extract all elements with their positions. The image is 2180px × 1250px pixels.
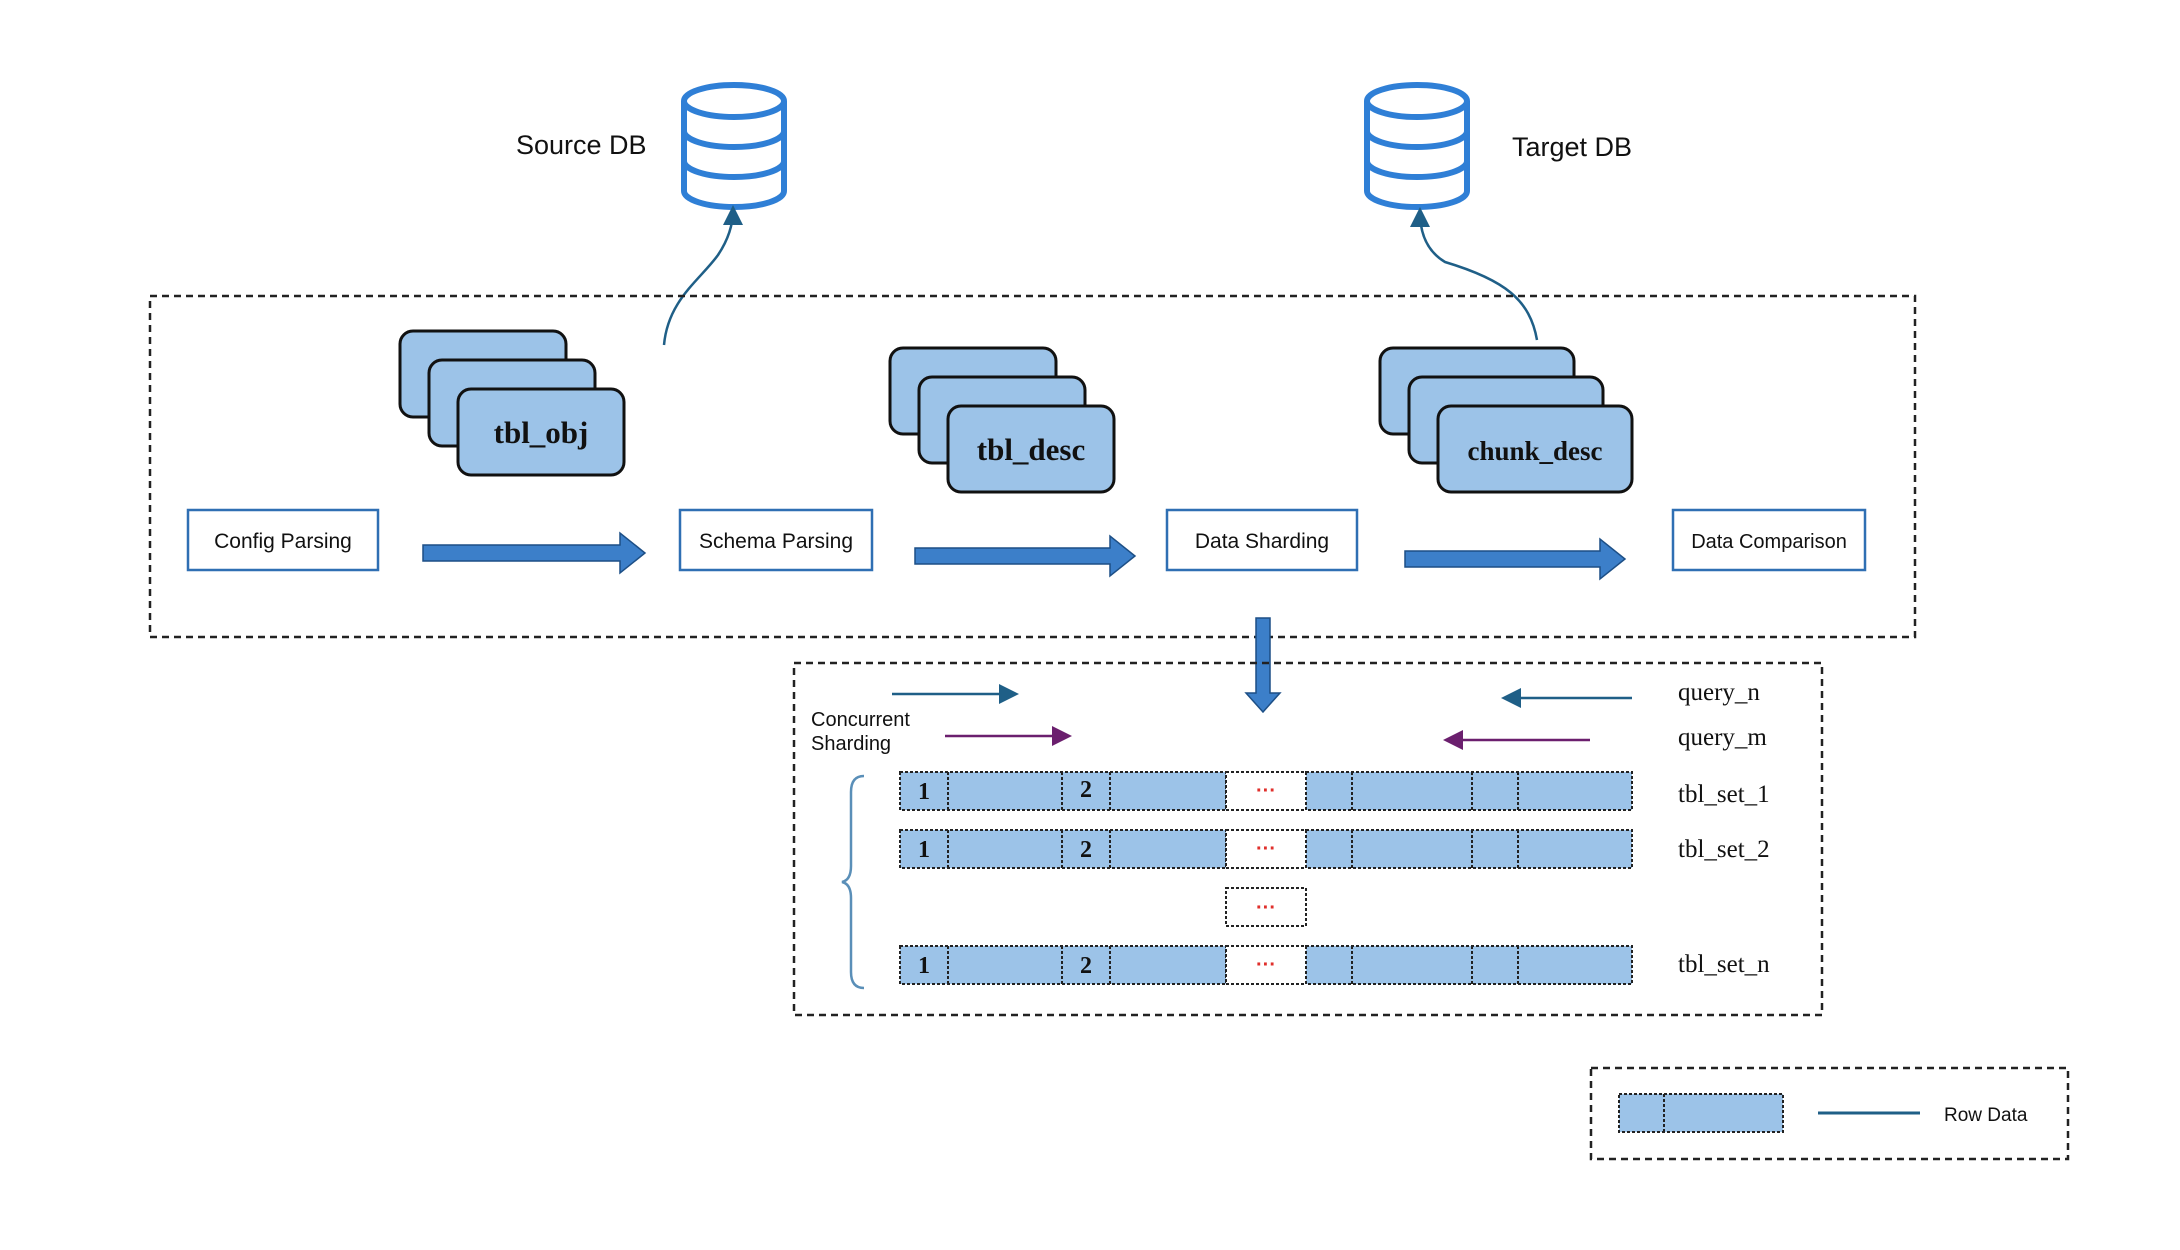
stage-label: Data Sharding bbox=[1195, 530, 1329, 553]
stack-label: chunk_desc bbox=[1467, 436, 1602, 466]
stage-label: Config Parsing bbox=[214, 530, 352, 553]
sharding-label: Sharding bbox=[811, 733, 891, 755]
flow-arrow bbox=[422, 531, 647, 575]
target-db: Target DB bbox=[1364, 82, 1632, 210]
stack-label: tbl_desc bbox=[977, 432, 1086, 467]
row-index: 2 bbox=[1080, 953, 1092, 979]
gap-dots: ··· bbox=[1256, 780, 1276, 802]
row-label: tbl_set_n bbox=[1678, 951, 1770, 978]
tbl-set-row bbox=[899, 771, 1633, 811]
row-index: 2 bbox=[1080, 777, 1092, 803]
gap-dots: ··· bbox=[1256, 838, 1276, 860]
tbl-desc-stack: tbl_desc bbox=[888, 346, 1116, 494]
down-arrow bbox=[1244, 617, 1282, 714]
middle-gap-box bbox=[1225, 887, 1307, 927]
query-label: query_n bbox=[1678, 679, 1760, 706]
database-icon bbox=[681, 82, 787, 210]
flow-arrow bbox=[914, 534, 1137, 578]
row-label: tbl_set_1 bbox=[1678, 781, 1770, 808]
stage-schema-parsing: Schema Parsing bbox=[678, 508, 874, 572]
source-db: Source DB bbox=[516, 82, 787, 210]
query-label: query_m bbox=[1678, 724, 1767, 751]
sharding-frame bbox=[792, 661, 1824, 1017]
row-label: tbl_set_2 bbox=[1678, 836, 1770, 863]
row-index: 2 bbox=[1080, 837, 1092, 863]
database-icon bbox=[1364, 82, 1470, 210]
tbl-set-row bbox=[899, 829, 1633, 869]
stage-config-parsing: Config Parsing bbox=[186, 508, 380, 572]
tbl-obj-stack: tbl_obj bbox=[398, 329, 626, 477]
legend-row-swatch bbox=[1618, 1093, 1784, 1133]
tbl-set-row bbox=[899, 945, 1633, 985]
source-db-label: Source DB bbox=[516, 130, 647, 160]
legend-label: Row Data bbox=[1944, 1105, 2028, 1126]
row-bracket bbox=[841, 774, 865, 990]
chunk-desc-stack: chunk_desc bbox=[1378, 346, 1634, 494]
gap-dots: ··· bbox=[1256, 954, 1276, 976]
stage-data-comparison: Data Comparison bbox=[1671, 508, 1867, 572]
stage-label: Schema Parsing bbox=[699, 530, 853, 553]
target-db-connector bbox=[1410, 207, 1539, 341]
stage-label: Data Comparison bbox=[1691, 531, 1847, 553]
legend-frame bbox=[1589, 1066, 2070, 1161]
row-index: 1 bbox=[918, 953, 930, 979]
stage-data-sharding: Data Sharding bbox=[1165, 508, 1359, 572]
gap-dots: ··· bbox=[1256, 897, 1276, 919]
row-index: 1 bbox=[918, 837, 930, 863]
source-db-connector bbox=[662, 205, 743, 346]
pipeline-frame bbox=[148, 294, 1917, 639]
stack-label: tbl_obj bbox=[494, 415, 589, 450]
concurrent-label: Concurrent bbox=[811, 709, 910, 731]
target-db-label: Target DB bbox=[1512, 132, 1632, 162]
flow-arrow bbox=[1404, 537, 1627, 581]
row-index: 1 bbox=[918, 779, 930, 805]
